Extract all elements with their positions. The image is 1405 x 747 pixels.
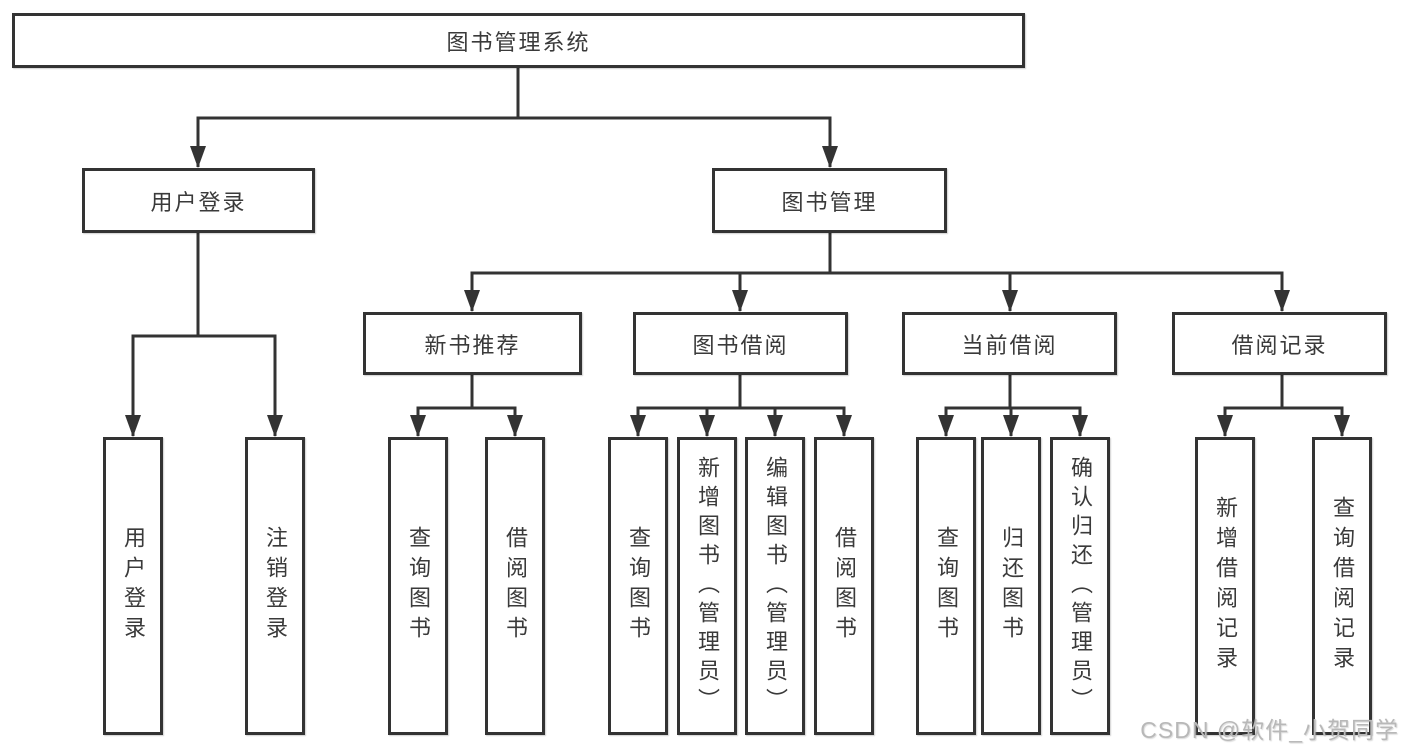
leaf-bb-edit-books-admin: 编辑图书（管理员） — [745, 437, 805, 735]
leaf-logout-label: 注销登录 — [263, 526, 288, 646]
leaf-bb-query-books: 查询图书 — [608, 437, 668, 735]
node-user-login-group: 用户登录 — [82, 168, 315, 233]
leaf-cb-confirm-return-admin-label: 确认归还（管理员） — [1068, 455, 1093, 717]
leaf-user-login-label: 用户登录 — [121, 526, 146, 646]
leaf-br-query-record-label: 查询借阅记录 — [1330, 496, 1355, 676]
node-book-management-label: 图书管理 — [781, 189, 878, 215]
node-user-login-group-label: 用户登录 — [150, 189, 247, 215]
leaf-nbr-borrow-books: 借阅图书 — [485, 437, 545, 735]
node-current-borrowing: 当前借阅 — [902, 312, 1117, 375]
node-root: 图书管理系统 — [12, 13, 1025, 68]
leaf-user-login: 用户登录 — [103, 437, 163, 735]
leaf-cb-confirm-return-admin: 确认归还（管理员） — [1050, 437, 1110, 735]
leaf-bb-query-books-label: 查询图书 — [626, 526, 651, 646]
node-new-book-recommend: 新书推荐 — [363, 312, 582, 375]
leaf-cb-query-books-label: 查询图书 — [934, 526, 959, 646]
leaf-bb-add-books-admin: 新增图书（管理员） — [677, 437, 737, 735]
leaf-cb-return-books-label: 归还图书 — [999, 526, 1024, 646]
leaf-bb-edit-books-admin-label: 编辑图书（管理员） — [763, 455, 788, 717]
leaf-cb-query-books: 查询图书 — [916, 437, 976, 735]
node-book-borrowing-label: 图书借阅 — [692, 332, 789, 358]
leaf-nbr-query-books: 查询图书 — [388, 437, 448, 735]
leaf-bb-borrow-books: 借阅图书 — [814, 437, 874, 735]
leaf-cb-return-books: 归还图书 — [981, 437, 1041, 735]
node-borrowing-records-label: 借阅记录 — [1231, 332, 1328, 358]
node-borrowing-records: 借阅记录 — [1172, 312, 1387, 375]
leaf-bb-borrow-books-label: 借阅图书 — [832, 526, 857, 646]
node-book-borrowing: 图书借阅 — [633, 312, 848, 375]
leaf-br-add-record: 新增借阅记录 — [1195, 437, 1255, 735]
node-current-borrowing-label: 当前借阅 — [961, 332, 1058, 358]
node-new-book-recommend-label: 新书推荐 — [424, 332, 521, 358]
leaf-br-query-record: 查询借阅记录 — [1312, 437, 1372, 735]
leaf-bb-add-books-admin-label: 新增图书（管理员） — [695, 455, 720, 717]
leaf-br-add-record-label: 新增借阅记录 — [1213, 496, 1238, 676]
csdn-watermark: CSDN @软件_小贺同学 — [1140, 717, 1399, 743]
leaf-nbr-borrow-books-label: 借阅图书 — [503, 526, 528, 646]
leaf-logout: 注销登录 — [245, 437, 305, 735]
leaf-nbr-query-books-label: 查询图书 — [406, 526, 431, 646]
node-book-management: 图书管理 — [712, 168, 947, 233]
node-root-label: 图书管理系统 — [446, 29, 591, 55]
